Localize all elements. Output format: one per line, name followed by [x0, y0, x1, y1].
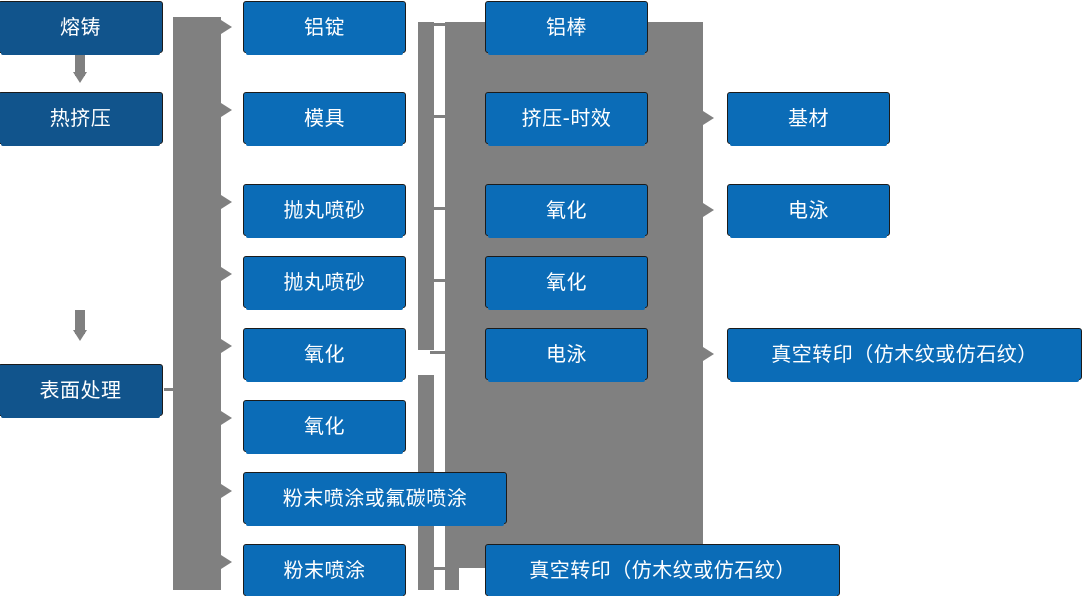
arrow-to-proc-4 — [221, 267, 232, 281]
connector-rail-b — [445, 22, 459, 590]
output-label-oxidize-2: 氧化 — [546, 270, 587, 294]
stage-label-extrude: 热挤压 — [49, 106, 112, 130]
final-label-substrate: 基材 — [788, 106, 829, 130]
connector-surface-to-trunk — [164, 388, 186, 391]
output-label-bar: 铝棒 — [546, 15, 587, 39]
output-box-electro[interactable]: 电泳 — [485, 328, 648, 382]
connector-tie-2 — [430, 115, 452, 118]
process-box-shotblast-2[interactable]: 抛丸喷砂 — [243, 256, 406, 310]
output-box-oxidize-2[interactable]: 氧化 — [485, 256, 648, 310]
arrow-to-proc-1 — [221, 20, 232, 34]
final-box-electro[interactable]: 电泳 — [727, 184, 890, 238]
connector-trunk-left — [173, 17, 221, 590]
final-label-electro: 电泳 — [788, 198, 829, 222]
arrow-to-proc-2 — [221, 103, 232, 117]
connector-rail-a-upper — [418, 22, 434, 350]
arrow-to-proc-3 — [221, 195, 232, 209]
stage-label-casting: 熔铸 — [60, 15, 101, 39]
output-box-vacuum[interactable]: 真空转印（仿木纹或仿石纹） — [485, 544, 840, 596]
arrow-to-final-vacuum — [703, 347, 714, 361]
stage-label-surface: 表面处理 — [39, 378, 122, 402]
arrow-to-proc-6 — [221, 411, 232, 425]
process-label-shotblast-2: 抛丸喷砂 — [283, 270, 366, 294]
arrow-to-proc-7 — [221, 484, 232, 498]
output-label-oxidize-1: 氧化 — [546, 198, 587, 222]
arrow-to-proc-5 — [221, 339, 232, 353]
process-label-oxidize-1: 氧化 — [304, 342, 345, 366]
output-label-extrude-age: 挤压-时效 — [521, 106, 612, 130]
arrow-to-final-substrate — [703, 111, 714, 125]
process-label-die: 模具 — [304, 106, 345, 130]
process-label-oxidize-2: 氧化 — [304, 414, 345, 438]
process-box-powder[interactable]: 粉末喷涂 — [243, 544, 406, 596]
connector-tie-4 — [430, 279, 452, 282]
connector-tie-6 — [430, 567, 452, 570]
arrow-to-final-electro — [703, 203, 714, 217]
final-box-substrate[interactable]: 基材 — [727, 92, 890, 146]
connector-extrude-to-surface — [75, 310, 85, 334]
output-box-extrude-age[interactable]: 挤压-时效 — [485, 92, 648, 146]
connector-tie-5 — [430, 351, 452, 354]
process-label-ingot: 铝锭 — [304, 15, 345, 39]
final-label-vacuum: 真空转印（仿木纹或仿石纹） — [771, 342, 1038, 366]
output-label-electro: 电泳 — [546, 342, 587, 366]
connector-tie-3 — [430, 207, 452, 210]
stage-box-extrude[interactable]: 热挤压 — [0, 92, 163, 146]
arrow-to-proc-8 — [221, 555, 232, 569]
final-box-vacuum[interactable]: 真空转印（仿木纹或仿石纹） — [727, 328, 1082, 382]
process-box-ingot[interactable]: 铝锭 — [243, 1, 406, 55]
connector-casting-to-extrude — [75, 52, 85, 76]
process-label-shotblast-1: 抛丸喷砂 — [283, 198, 366, 222]
process-box-die[interactable]: 模具 — [243, 92, 406, 146]
process-box-powder-fluor[interactable]: 粉末喷涂或氟碳喷涂 — [243, 472, 507, 526]
stage-box-casting[interactable]: 熔铸 — [0, 1, 163, 55]
output-box-bar[interactable]: 铝棒 — [485, 1, 648, 55]
process-box-shotblast-1[interactable]: 抛丸喷砂 — [243, 184, 406, 238]
arrow-casting-to-extrude — [73, 72, 87, 83]
process-box-oxidize-2[interactable]: 氧化 — [243, 400, 406, 454]
process-box-oxidize-1[interactable]: 氧化 — [243, 328, 406, 382]
output-label-vacuum: 真空转印（仿木纹或仿石纹） — [529, 558, 796, 582]
process-label-powder-fluor: 粉末喷涂或氟碳喷涂 — [282, 486, 468, 510]
connector-tie-1 — [430, 23, 452, 26]
stage-box-surface[interactable]: 表面处理 — [0, 364, 163, 418]
process-label-powder: 粉末喷涂 — [283, 558, 366, 582]
output-box-oxidize-1[interactable]: 氧化 — [485, 184, 648, 238]
arrow-extrude-to-surface — [73, 330, 87, 341]
